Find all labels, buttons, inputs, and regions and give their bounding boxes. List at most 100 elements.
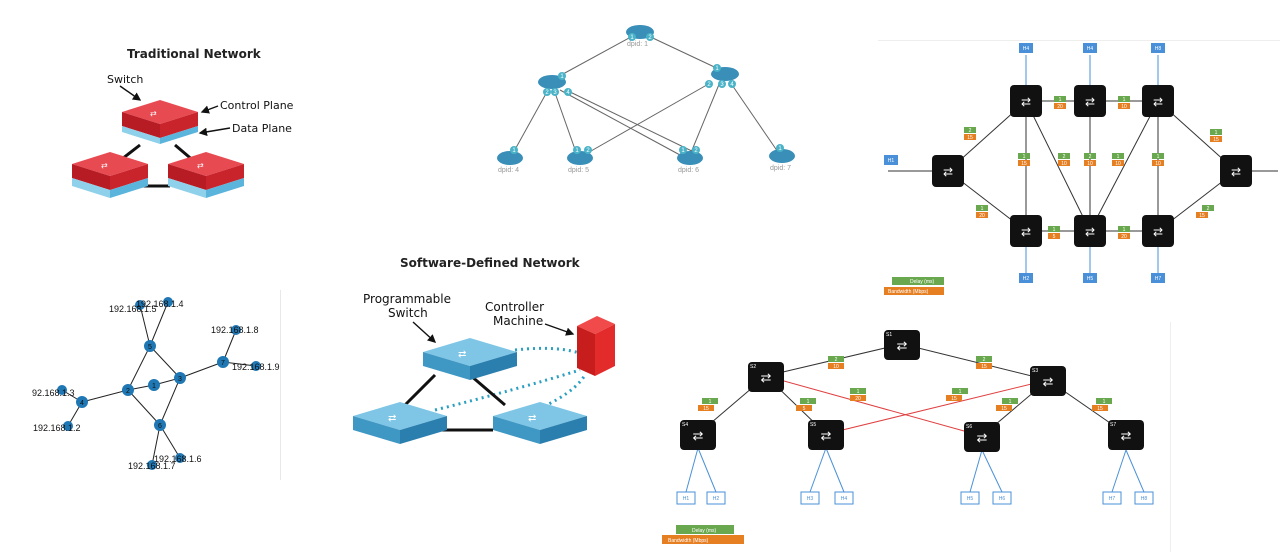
big-bw-3: 15	[1021, 161, 1027, 167]
ip-label-n7b: 192.168.1.9	[232, 362, 280, 372]
small-switch-s6	[964, 422, 1000, 452]
small-delay-6: 1	[1009, 399, 1012, 405]
l6-port-2: 2	[694, 148, 698, 154]
big-host-label-4: H1	[888, 158, 895, 164]
big-host-left	[884, 155, 898, 165]
controller-machine-icon	[577, 316, 615, 376]
svg-text:S5: S5	[810, 422, 816, 428]
small-legend: Delay (ms) Bandwidth (Mbps)	[662, 525, 744, 544]
small-switch-s2	[748, 362, 784, 392]
big-host-top-1	[1019, 43, 1033, 53]
big-host-label-7: H7	[1155, 276, 1162, 282]
svg-text:⇄: ⇄	[897, 338, 908, 353]
switch-top: ⇄	[122, 100, 198, 144]
svg-text:⇄: ⇄	[458, 349, 466, 360]
small-host-h5	[960, 491, 980, 505]
svg-text:⇄: ⇄	[150, 109, 157, 118]
big-bw-10: 20	[1121, 234, 1127, 240]
big-legend-delay: Delay (ms)	[910, 279, 935, 285]
ip-label-n6b: 192.168.1.7	[128, 461, 176, 471]
rm-port-3: 3	[720, 82, 724, 88]
small-delay-7: 1	[1103, 399, 1106, 405]
svg-text:⇄: ⇄	[1153, 225, 1163, 239]
big-host-top-2	[1083, 43, 1097, 53]
small-bw-1: 15	[981, 364, 987, 370]
svg-text:S4: S4	[682, 422, 688, 428]
leaf-7-dpid: dpid: 7	[770, 165, 791, 172]
ip-node-1	[148, 379, 160, 391]
sdn-switch-top: ⇄	[423, 338, 517, 380]
ip-node-6	[154, 419, 166, 431]
small-host-h2	[706, 491, 726, 505]
svg-text:⇄: ⇄	[761, 370, 772, 385]
switch-left: ⇄	[72, 152, 148, 198]
sdn-switch-left: ⇄	[353, 402, 447, 444]
l4-port-1: 1	[512, 148, 516, 154]
sdn-diagram: ⇄ ⇄ ⇄	[353, 316, 615, 444]
big-switch-s8	[1220, 155, 1252, 187]
programmable-label-1: Programmable	[363, 292, 452, 306]
small-bw-7: 15	[1097, 406, 1103, 412]
svg-text:⇄: ⇄	[1231, 165, 1241, 179]
router-leaf-7: dpid: 7	[769, 149, 795, 172]
svg-text:H6: H6	[999, 496, 1006, 502]
router-leaf-6: dpid: 6	[677, 151, 703, 174]
big-legend: Delay (ms) Bandwidth (Mbps)	[884, 277, 944, 295]
ip-label-n7a: 192.168.1.8	[211, 325, 259, 335]
small-bw-6: 15	[1001, 406, 1007, 412]
rm-port-4: 4	[730, 82, 734, 88]
svg-text:H2: H2	[713, 496, 720, 502]
svg-text:H7: H7	[1109, 496, 1116, 502]
svg-text:⇄: ⇄	[1153, 95, 1163, 109]
controller-label-2: Machine	[493, 314, 544, 328]
small-bw-4: 5	[803, 406, 806, 412]
svg-text:4: 4	[80, 400, 84, 407]
svg-text:⇄: ⇄	[1085, 95, 1095, 109]
sdn-switch-right: ⇄	[493, 402, 587, 444]
big-bw-12: 15	[1199, 213, 1205, 219]
svg-text:⇄: ⇄	[943, 165, 953, 179]
big-host-top-3	[1151, 43, 1165, 53]
lm-port-1: 1	[560, 74, 564, 80]
big-delay-3: 1	[1023, 154, 1026, 160]
l5-port-1: 1	[575, 148, 579, 154]
svg-text:7: 7	[221, 360, 225, 367]
rm-port-2: 2	[707, 82, 711, 88]
svg-text:1: 1	[152, 383, 156, 390]
ip-label-n6a: 192.168.1.6	[154, 454, 202, 464]
big-bw-5: 10	[1087, 161, 1093, 167]
big-bw-0: 15	[967, 135, 973, 141]
big-bw-6: 10	[1115, 161, 1121, 167]
svg-text:S3: S3	[1032, 368, 1038, 374]
top-port-2: 2	[648, 35, 652, 41]
tree-top-dpid: dpid: 1	[627, 41, 648, 48]
traditional-title: Traditional Network	[127, 47, 261, 61]
big-bw-11: 15	[1213, 137, 1219, 143]
ip-graph-diagram: 1 2 3 4 5 6 7 192.168.1.4 192.168.1.5 19…	[32, 297, 280, 471]
router-leaf-4: dpid: 4	[497, 151, 523, 174]
svg-text:⇄: ⇄	[1121, 428, 1132, 443]
lm-port-3: 3	[553, 90, 557, 96]
big-switch-s7	[1142, 215, 1174, 247]
big-delay-2: 1	[1123, 97, 1126, 103]
svg-text:H5: H5	[967, 496, 974, 502]
ip-node-3	[174, 372, 186, 384]
small-delay-1: 2	[983, 357, 986, 363]
small-legend-delay: Delay (ms)	[692, 528, 717, 534]
small-topology-panel: S1 S2 S3 S4 S5 S6 S7 ⇄⇄⇄ ⇄⇄⇄⇄ H1 H2 H3	[650, 322, 1171, 552]
big-switch-s2	[1010, 85, 1042, 117]
traditional-network-panel: Traditional Network Switch Control Plane…	[60, 40, 320, 220]
small-delay-0: 2	[835, 357, 838, 363]
small-host-h1	[676, 491, 696, 505]
small-legend-bw: Bandwidth (Mbps)	[668, 538, 709, 544]
big-bw-1: 20	[1057, 104, 1063, 110]
tree-topology-panel: dpid: 1 dpid: 4 dpid: 5 dpid: 6 dpid: 7 …	[480, 10, 810, 180]
svg-text:⇄: ⇄	[1021, 225, 1031, 239]
small-host-h7	[1102, 491, 1122, 505]
small-switch-s5	[808, 420, 844, 450]
leaf-6-dpid: dpid: 6	[678, 167, 699, 174]
big-delay-10: 1	[1123, 227, 1126, 233]
big-bw-9: 5	[1053, 234, 1056, 240]
svg-text:⇄: ⇄	[197, 161, 204, 170]
small-delay-5: 1	[709, 399, 712, 405]
